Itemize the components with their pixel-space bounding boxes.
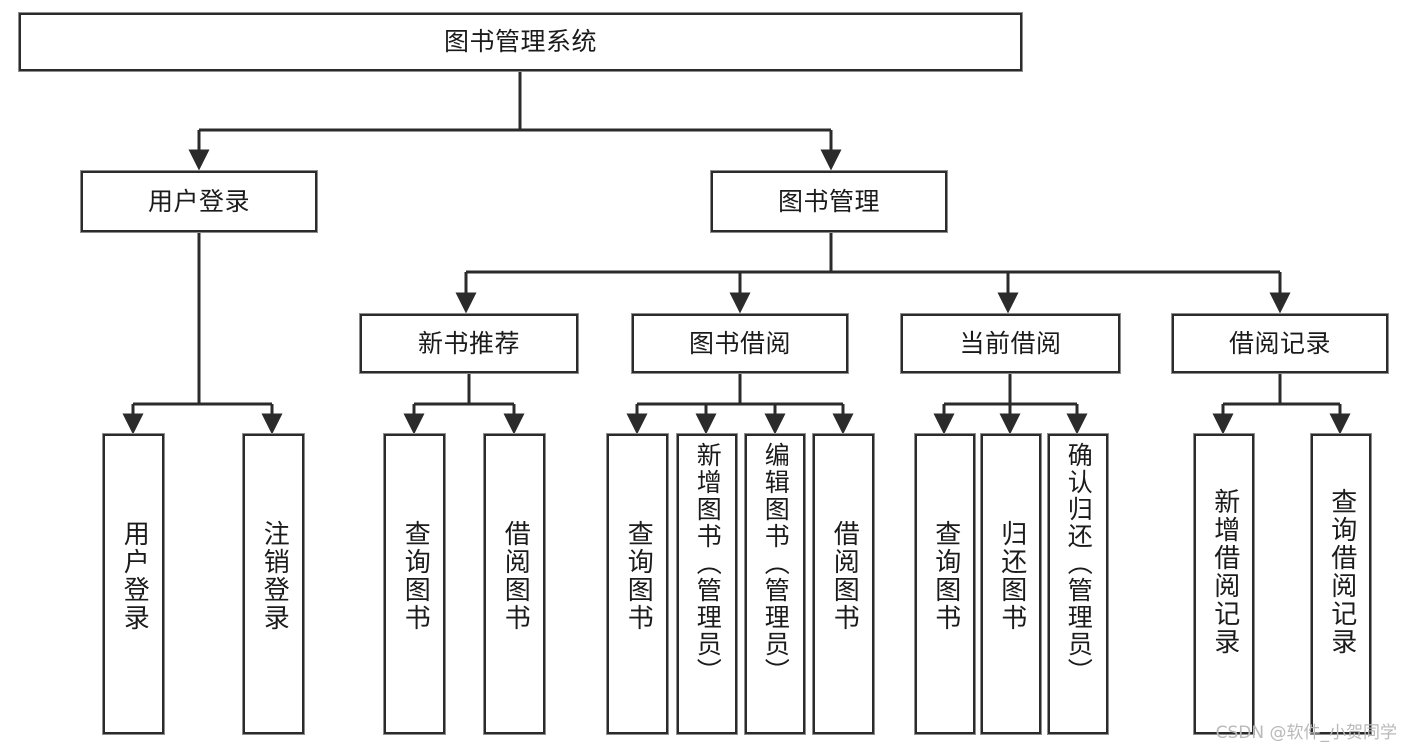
node-label: 用户登录 — [119, 520, 150, 632]
node-label: 确认归还（管理员） — [1064, 442, 1094, 685]
leaf-new-book-query[interactable]: 查询图书 — [384, 434, 445, 734]
leaf-borrow-record-query[interactable]: 查询借阅记录 — [1311, 434, 1371, 734]
leaf-book-borrow-borrow[interactable]: 借阅图书 — [813, 434, 874, 734]
node-label: 注销登录 — [259, 520, 290, 632]
node-label: 图书管理系统 — [443, 27, 597, 57]
node-label: 查询图书 — [930, 520, 961, 632]
leaf-book-borrow-query[interactable]: 查询图书 — [607, 434, 668, 734]
node-label: 借阅图书 — [500, 520, 531, 632]
leaf-current-borrow-return[interactable]: 归还图书 — [981, 434, 1041, 734]
node-label: 查询图书 — [400, 520, 431, 632]
node-label: 借阅记录 — [1228, 328, 1331, 358]
node-label: 查询借阅记录 — [1326, 488, 1357, 656]
node-label: 当前借阅 — [959, 328, 1062, 358]
node-label: 新增借阅记录 — [1209, 488, 1240, 656]
node-label: 图书管理 — [777, 186, 880, 216]
leaf-user-login-login[interactable]: 用户登录 — [103, 434, 164, 734]
node-book-management[interactable]: 图书管理 — [711, 171, 947, 232]
node-current-borrow[interactable]: 当前借阅 — [901, 314, 1120, 373]
node-user-login[interactable]: 用户登录 — [81, 171, 317, 232]
leaf-current-borrow-confirm-admin[interactable]: 确认归还（管理员） — [1048, 434, 1108, 734]
leaf-new-book-borrow[interactable]: 借阅图书 — [484, 434, 545, 734]
node-label: 用户登录 — [147, 186, 250, 216]
node-label: 新书推荐 — [417, 328, 520, 358]
node-root-book-management-system[interactable]: 图书管理系统 — [19, 13, 1022, 71]
leaf-current-borrow-query[interactable]: 查询图书 — [915, 434, 975, 734]
watermark: CSDN @软件_小贺同学 — [1215, 723, 1397, 743]
leaf-borrow-record-add[interactable]: 新增借阅记录 — [1194, 434, 1254, 734]
node-borrow-record[interactable]: 借阅记录 — [1172, 314, 1388, 373]
leaf-book-borrow-add-admin[interactable]: 新增图书（管理员） — [677, 434, 737, 734]
leaf-book-borrow-edit-admin[interactable]: 编辑图书（管理员） — [745, 434, 805, 734]
node-book-borrow[interactable]: 图书借阅 — [632, 314, 848, 373]
node-label: 新增图书（管理员） — [693, 442, 723, 685]
leaf-user-login-logout[interactable]: 注销登录 — [243, 434, 304, 734]
node-label: 图书借阅 — [688, 328, 791, 358]
node-label: 查询图书 — [623, 520, 654, 632]
node-label: 借阅图书 — [829, 520, 860, 632]
node-label: 归还图书 — [996, 520, 1027, 632]
node-new-book-recommend[interactable]: 新书推荐 — [360, 314, 578, 373]
node-label: 编辑图书（管理员） — [761, 442, 791, 685]
